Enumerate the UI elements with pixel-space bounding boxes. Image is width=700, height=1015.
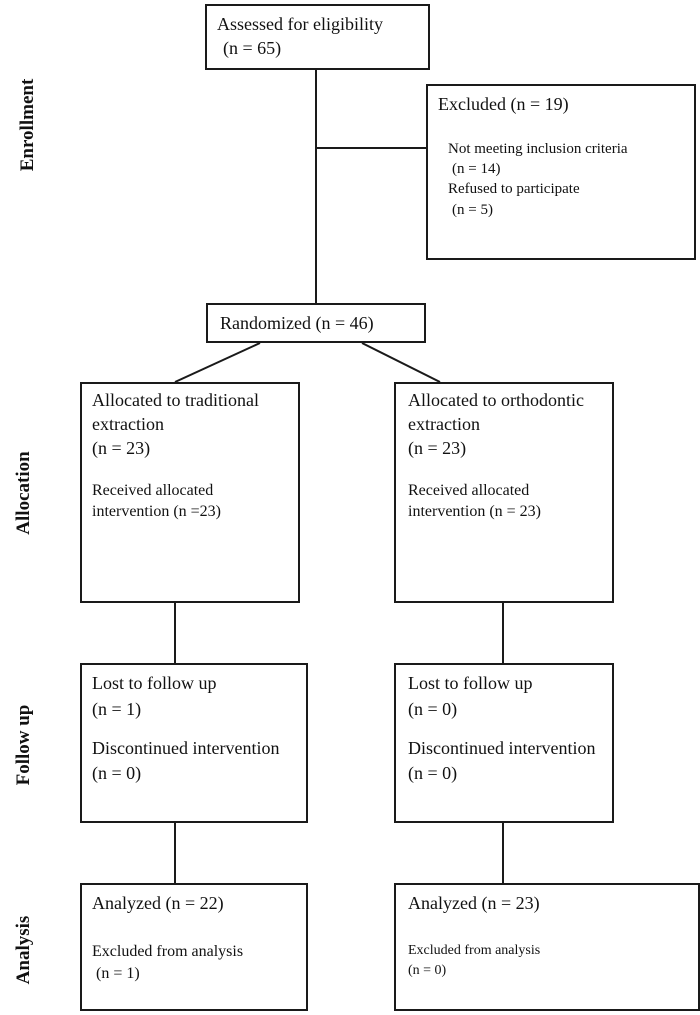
stage-label-follow-up: Follow up — [13, 704, 34, 786]
randomized-box: Randomized (n = 46) — [206, 303, 426, 343]
assessed-title: Assessed for eligibility — [217, 14, 383, 34]
received-orthodontic-line1: Received allocated — [408, 482, 530, 499]
assessed-box: Assessed for eligibility (n = 65) — [205, 4, 430, 70]
excluded-from-analysis-traditional-count: (n = 1) — [96, 965, 140, 982]
stage-label-allocation: Allocation — [13, 451, 34, 535]
excluded-from-analysis-orthodontic: Excluded from analysis — [408, 943, 541, 958]
analysis-box-traditional: Analyzed (n = 22) Excluded from analysis… — [80, 883, 308, 1011]
allocation-traditional-count: (n = 23) — [92, 438, 151, 458]
stage-label-enrollment: Enrollment — [17, 78, 38, 172]
allocation-traditional-line2: extraction — [92, 414, 164, 434]
excluded-reason-refused-count: (n = 5) — [452, 202, 493, 218]
discontinued-orthodontic: Discontinued intervention — [408, 738, 596, 758]
excluded-from-analysis-orthodontic-count: (n = 0) — [408, 963, 447, 978]
analysis-box-orthodontic: Analyzed (n = 23) Excluded from analysis… — [394, 883, 700, 1011]
allocation-orthodontic-line1: Allocated to orthodontic — [408, 390, 584, 410]
analyzed-orthodontic: Analyzed (n = 23) — [408, 893, 540, 913]
allocation-orthodontic-count: (n = 23) — [408, 438, 467, 458]
discontinued-orthodontic-count: (n = 0) — [408, 763, 458, 783]
assessed-count: (n = 65) — [223, 38, 282, 58]
excluded-from-analysis-traditional: Excluded from analysis — [92, 943, 244, 960]
allocation-box-traditional: Allocated to traditional extraction (n =… — [80, 382, 300, 603]
discontinued-traditional-count: (n = 0) — [92, 763, 142, 783]
line-randomized-to-right-arm — [361, 342, 441, 383]
allocation-traditional-line1: Allocated to traditional — [92, 390, 259, 410]
excluded-reason-refused: Refused to participate — [448, 181, 580, 197]
allocation-box-orthodontic: Allocated to orthodontic extraction (n =… — [394, 382, 614, 603]
allocation-orthodontic-line2: extraction — [408, 414, 480, 434]
excluded-reason-not-meeting: Not meeting inclusion criteria — [448, 141, 628, 157]
randomized-label: Randomized (n = 46) — [220, 313, 374, 333]
lost-to-follow-up-traditional-count: (n = 1) — [92, 699, 142, 719]
followup-box-orthodontic: Lost to follow up (n = 0) Discontinued i… — [394, 663, 614, 823]
lost-to-follow-up-traditional: Lost to follow up — [92, 673, 217, 693]
stage-label-analysis: Analysis — [13, 915, 34, 985]
received-orthodontic-line2: intervention (n = 23) — [408, 503, 541, 520]
lost-to-follow-up-orthodontic: Lost to follow up — [408, 673, 533, 693]
lost-to-follow-up-orthodontic-count: (n = 0) — [408, 699, 458, 719]
received-traditional-line2: intervention (n =23) — [92, 503, 221, 520]
analyzed-traditional: Analyzed (n = 22) — [92, 893, 224, 913]
discontinued-traditional: Discontinued intervention — [92, 738, 280, 758]
excluded-title: Excluded (n = 19) — [438, 94, 569, 114]
excluded-box: Excluded (n = 19) Not meeting inclusion … — [426, 84, 696, 260]
excluded-reason-not-meeting-count: (n = 14) — [452, 161, 501, 177]
followup-box-traditional: Lost to follow up (n = 1) Discontinued i… — [80, 663, 308, 823]
line-randomized-to-left-arm — [174, 342, 261, 383]
received-traditional-line1: Received allocated — [92, 482, 214, 499]
